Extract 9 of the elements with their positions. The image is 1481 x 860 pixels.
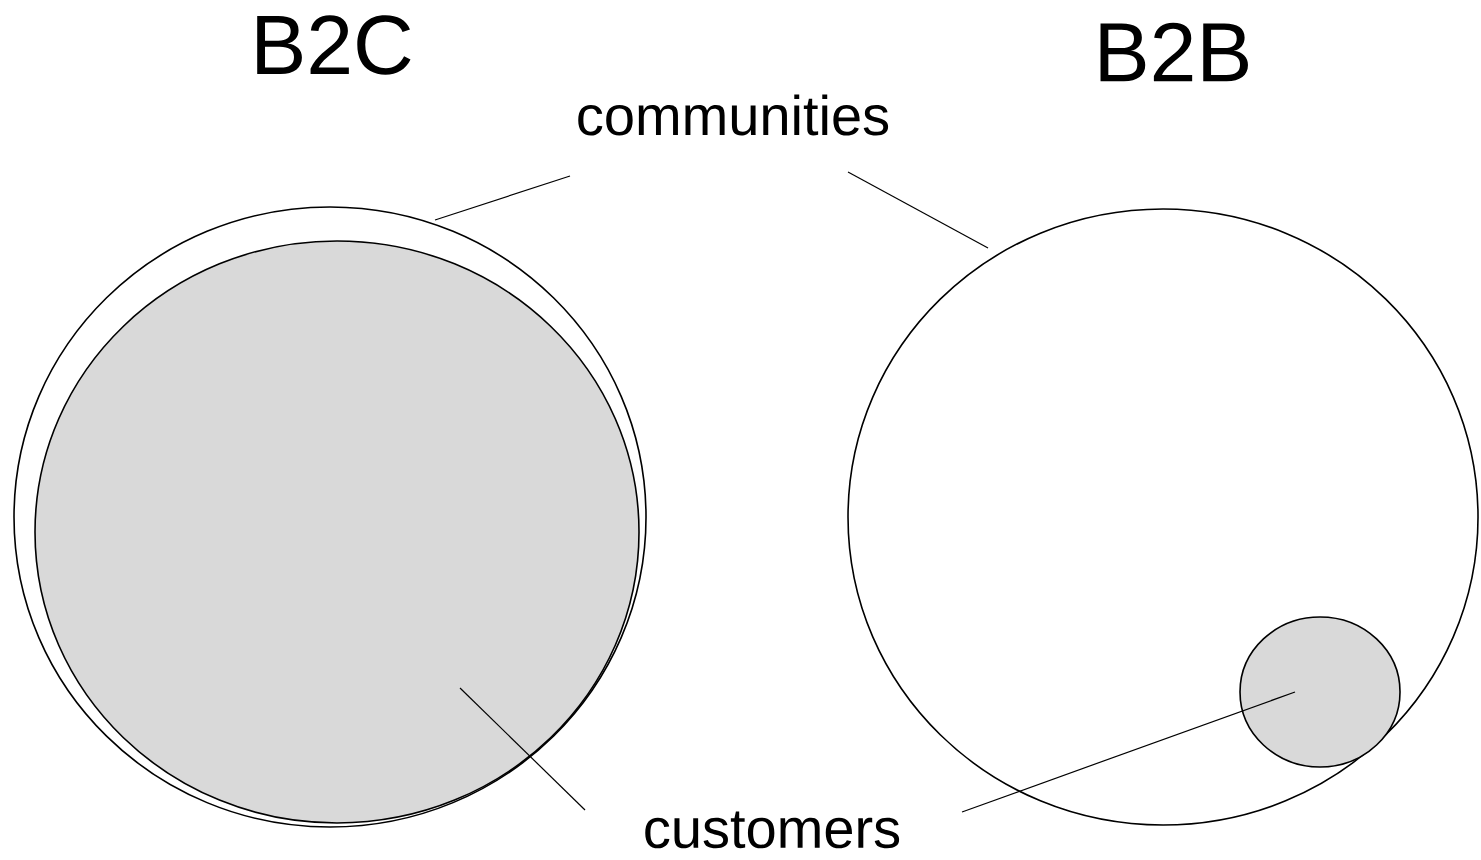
leader-line <box>847 171 989 249</box>
node-label: communities <box>578 94 889 136</box>
node-label: customers <box>645 811 900 849</box>
heading: B2C <box>257 15 411 75</box>
circle <box>1239 616 1401 768</box>
heading: B2B <box>1100 22 1248 82</box>
leader-line <box>961 691 1296 813</box>
leader-line <box>459 687 586 811</box>
leader-line <box>434 175 571 221</box>
